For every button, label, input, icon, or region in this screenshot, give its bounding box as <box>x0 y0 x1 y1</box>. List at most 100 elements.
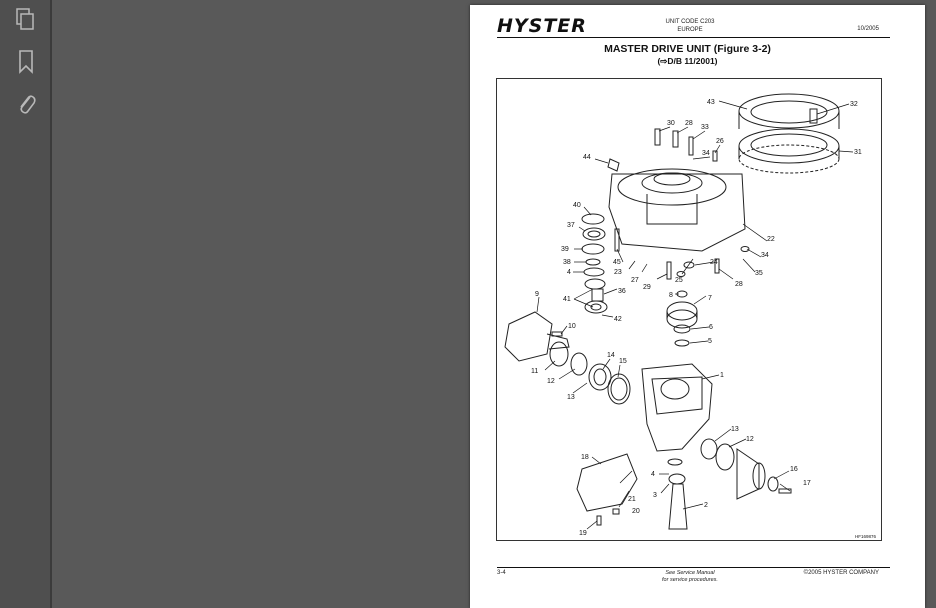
bracket-44 <box>607 158 620 172</box>
footer-note-line2: for service procedures. <box>662 576 718 583</box>
callout-32: 32 <box>850 101 858 108</box>
bearing-41b <box>584 300 608 314</box>
callout-34b: 34 <box>761 252 769 259</box>
callout-12b: 12 <box>746 436 754 443</box>
attachments-icon[interactable] <box>13 90 39 118</box>
callout-20: 20 <box>632 508 640 515</box>
callout-19: 19 <box>579 530 587 537</box>
seal-37 <box>582 227 606 241</box>
footer-rule <box>497 567 890 568</box>
callout-2: 2 <box>704 502 708 509</box>
ring-40 <box>581 213 605 225</box>
slewing-ring-bottom-inner <box>750 133 828 157</box>
callout-16: 16 <box>790 466 798 473</box>
callout-13a: 13 <box>567 394 575 401</box>
ring-39 <box>581 243 605 255</box>
footer-note-line1: See Service Manual <box>665 570 715 576</box>
bevel-gear <box>736 448 760 500</box>
callout-30: 30 <box>667 120 675 127</box>
callout-6: 6 <box>709 324 713 331</box>
bearing-41a <box>584 278 606 290</box>
ring-15 <box>607 373 631 405</box>
callout-42: 42 <box>614 316 622 323</box>
header-rule <box>497 37 890 38</box>
slewing-ring-top-inner <box>750 100 828 124</box>
bolt-17 <box>778 488 792 494</box>
washer-16 <box>767 476 779 492</box>
header-date: 10/2005 <box>857 26 879 32</box>
callout-1: 1 <box>720 372 724 379</box>
bearing-13b <box>700 438 718 460</box>
document-page: HYSTER UNIT CODE C203 EUROPE 10/2005 MAS… <box>470 5 925 608</box>
callout-26: 26 <box>716 138 724 145</box>
page-subtitle: (⇨D/B 11/2001) <box>657 56 718 66</box>
footer-note: See Service Manual for service procedure… <box>640 570 740 583</box>
unit-code: UNIT CODE C203 EUROPE <box>660 18 720 34</box>
ring-4-top <box>583 267 605 277</box>
callout-36: 36 <box>618 288 626 295</box>
bolt-45 <box>614 228 620 252</box>
washer-34b <box>740 246 750 252</box>
bearing-12b <box>715 443 735 471</box>
callout-43: 43 <box>707 99 715 106</box>
ring-38 <box>585 258 601 266</box>
page-number: 3-4 <box>497 570 506 576</box>
bearing-12a <box>570 352 588 376</box>
callout-28b: 28 <box>735 281 743 288</box>
callout-13b: 13 <box>731 426 739 433</box>
callout-45: 45 <box>613 259 621 266</box>
callout-40: 40 <box>573 202 581 209</box>
callout-11: 11 <box>531 368 538 375</box>
callout-10: 10 <box>568 323 576 330</box>
cover-18 <box>576 453 638 512</box>
exploded-diagram-svg: 43 32 31 30 28 33 26 34 44 40 37 39 38 4… <box>504 93 877 539</box>
washer-5 <box>674 339 690 347</box>
callout-15: 15 <box>619 358 627 365</box>
bearing-14 <box>588 363 612 391</box>
gear-7 <box>666 301 698 321</box>
callout-39: 39 <box>561 246 569 253</box>
bolt-29 <box>666 261 672 280</box>
left-sidebar <box>0 0 52 608</box>
callout-34a: 34 <box>702 150 710 157</box>
washer-4b <box>667 458 683 466</box>
callout-35: 35 <box>755 270 763 277</box>
callout-4a: 4 <box>567 269 571 276</box>
bolt-28b <box>714 258 720 274</box>
callout-21: 21 <box>628 496 636 503</box>
bearing-6 <box>673 324 691 334</box>
callout-44: 44 <box>583 154 591 161</box>
drive-housing-top <box>608 173 746 252</box>
unit-code-text: UNIT CODE C203 <box>665 19 715 25</box>
callout-3: 3 <box>653 492 657 499</box>
footer-copyright: ©2005 HYSTER COMPANY <box>803 570 879 576</box>
bolt-19 <box>596 515 602 526</box>
page-thumbnails-icon[interactable] <box>13 6 39 34</box>
callout-38: 38 <box>563 259 571 266</box>
callout-37: 37 <box>567 222 575 229</box>
washer-25 <box>676 271 686 277</box>
bolt-10 <box>551 331 563 337</box>
callout-31: 31 <box>854 149 862 156</box>
bolt-26 <box>712 150 718 162</box>
region-text: EUROPE <box>677 27 703 33</box>
callout-33: 33 <box>701 124 709 131</box>
callout-41: 41 <box>563 296 571 303</box>
bookmarks-icon[interactable] <box>13 48 39 76</box>
callout-27: 27 <box>631 277 639 284</box>
figure-code: HF169876 <box>855 534 877 539</box>
pinion-36 <box>591 288 604 302</box>
callout-8: 8 <box>669 292 673 299</box>
exploded-diagram: 43 32 31 30 28 33 26 34 44 40 37 39 38 4… <box>496 78 882 541</box>
bolt-28 <box>672 130 679 148</box>
callout-12a: 12 <box>547 378 555 385</box>
callout-24: 24 <box>710 259 718 266</box>
pinion-shaft-2 <box>668 483 688 530</box>
washer-24 <box>683 261 695 269</box>
callout-28a: 28 <box>685 120 693 127</box>
callout-7: 7 <box>708 295 712 302</box>
input-flange-9 <box>504 311 553 362</box>
callout-14: 14 <box>607 352 615 359</box>
callout-18: 18 <box>581 454 589 461</box>
callout-22: 22 <box>767 236 775 243</box>
